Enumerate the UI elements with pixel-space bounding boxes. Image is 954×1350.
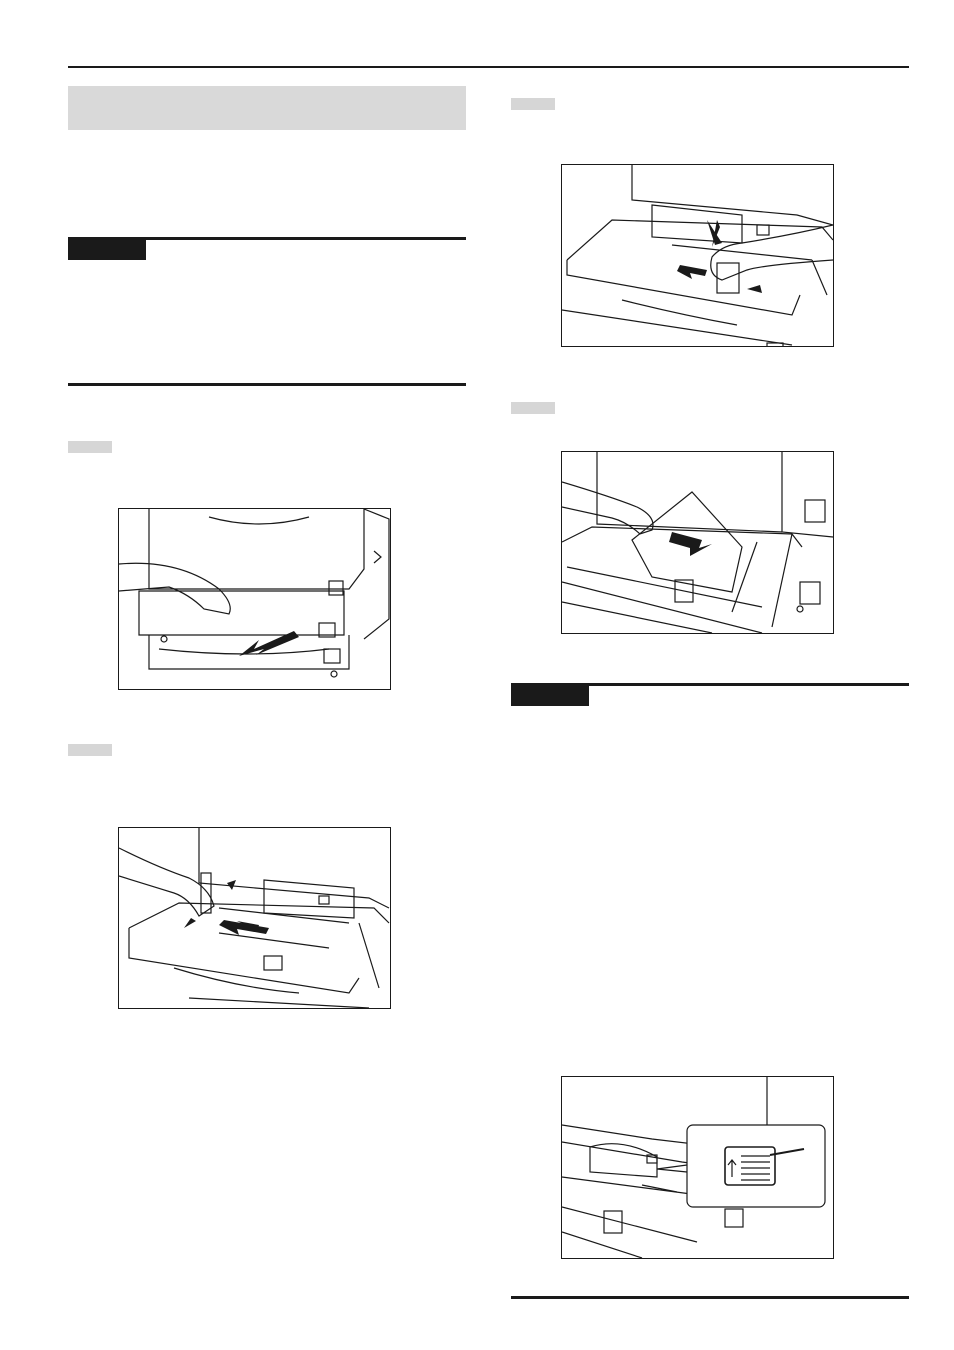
header-rule <box>68 66 909 68</box>
note-label-left <box>68 239 146 260</box>
note-label-right <box>511 685 589 706</box>
paper-limit-label-illustration-icon <box>562 1077 826 1258</box>
drawer-pull-illustration-icon <box>119 509 390 678</box>
figure-paper-limit-label <box>561 1076 834 1259</box>
guide-adjust-illustration-icon <box>119 828 390 1008</box>
figure-drawer-pull <box>118 508 391 690</box>
step-3-badge <box>511 98 555 110</box>
step-4-badge <box>511 402 555 414</box>
load-paper-illustration-icon <box>562 452 833 633</box>
side-guide-adjust-illustration-icon <box>562 165 833 346</box>
section-title-band <box>68 86 466 130</box>
note-rule-right <box>511 683 909 686</box>
step-2-badge <box>68 744 112 756</box>
procedure-rule <box>68 383 466 386</box>
step-1-badge <box>68 441 112 453</box>
figure-guide-adjust <box>118 827 391 1009</box>
figure-load-paper <box>561 451 834 634</box>
note-rule-left <box>68 237 466 240</box>
figure-side-guide-adjust <box>561 164 834 347</box>
footer-rule <box>511 1296 909 1299</box>
